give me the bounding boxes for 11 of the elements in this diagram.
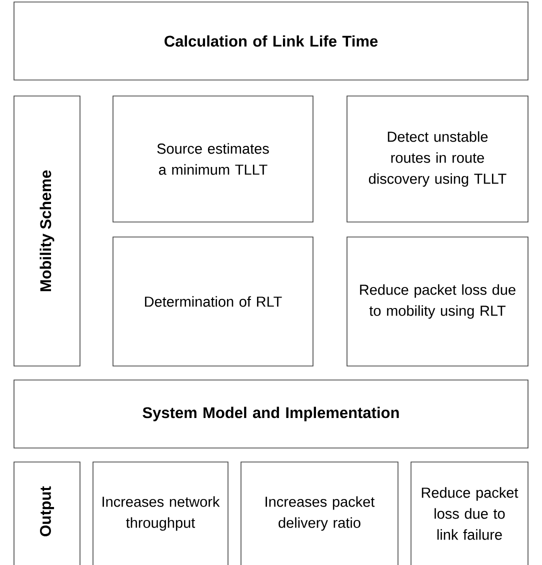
- process-box: Determination of RLT: [112, 236, 314, 366]
- side-label-box: Output: [14, 462, 80, 565]
- heading-box: Calculation of Link Life Time: [14, 2, 528, 80]
- output-box: Reduce packet loss due to link failure: [410, 462, 528, 565]
- process-box: Detect unstable routes in route discovery using TLLT: [346, 96, 528, 222]
- heading-box: System Model and Implementation: [14, 380, 528, 448]
- process-box: Reduce packet loss due to mobility using RLT: [346, 236, 528, 366]
- process-box: Source estimates a minimum TLLT: [112, 96, 314, 222]
- output-box: Increases packet delivery ratio: [240, 462, 398, 565]
- side-label-box: Mobility Scheme: [14, 96, 80, 366]
- output-box: Increases network throughput: [92, 462, 228, 565]
